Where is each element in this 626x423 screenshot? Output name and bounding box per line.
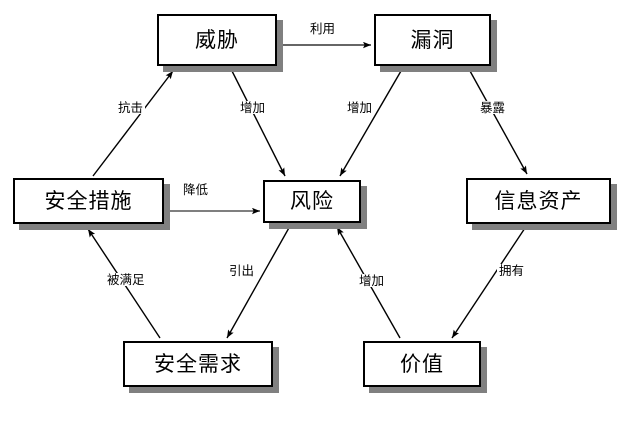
node-value[interactable]: 价值 — [363, 341, 481, 387]
edge-label-reduce: 降低 — [181, 182, 211, 197]
node-value-label: 价值 — [400, 351, 444, 376]
edge-vulnerability-to-asset — [469, 70, 528, 175]
edge-risk-to-requirement — [226, 225, 291, 339]
edge-label-satisfied-by: 被满足 — [105, 272, 147, 287]
node-safeguard[interactable]: 安全措施 — [13, 178, 164, 224]
node-asset[interactable]: 信息资产 — [466, 178, 611, 224]
edge-label-expose: 暴露 — [478, 100, 508, 115]
node-asset-label: 信息资产 — [494, 188, 583, 213]
edge-label-increase-threat-risk: 增加 — [238, 100, 268, 115]
edge-vulnerability-to-risk — [339, 70, 402, 177]
edge-label-resist: 抗击 — [116, 100, 146, 115]
node-vulnerability-label: 漏洞 — [410, 27, 455, 52]
edge-label-own: 拥有 — [497, 263, 527, 278]
edge-threat-to-risk — [231, 70, 286, 177]
edge-label-derive: 引出 — [227, 263, 257, 278]
edge-label-increase-vuln-risk: 增加 — [345, 100, 375, 115]
node-threat[interactable]: 威胁 — [157, 14, 277, 66]
node-requirement[interactable]: 安全需求 — [123, 341, 273, 387]
edge-label-exploit: 利用 — [308, 21, 338, 36]
edge-label-increase-value-risk: 增加 — [357, 273, 387, 288]
node-risk-label: 风险 — [290, 189, 334, 213]
node-safeguard-label: 安全措施 — [44, 188, 133, 213]
node-risk[interactable]: 风险 — [263, 180, 361, 223]
node-requirement-label: 安全需求 — [154, 351, 242, 376]
node-threat-label: 威胁 — [195, 27, 239, 52]
edge-safeguard-to-threat — [92, 70, 174, 177]
edge-asset-to-value — [451, 227, 526, 339]
node-vulnerability[interactable]: 漏洞 — [374, 14, 491, 66]
